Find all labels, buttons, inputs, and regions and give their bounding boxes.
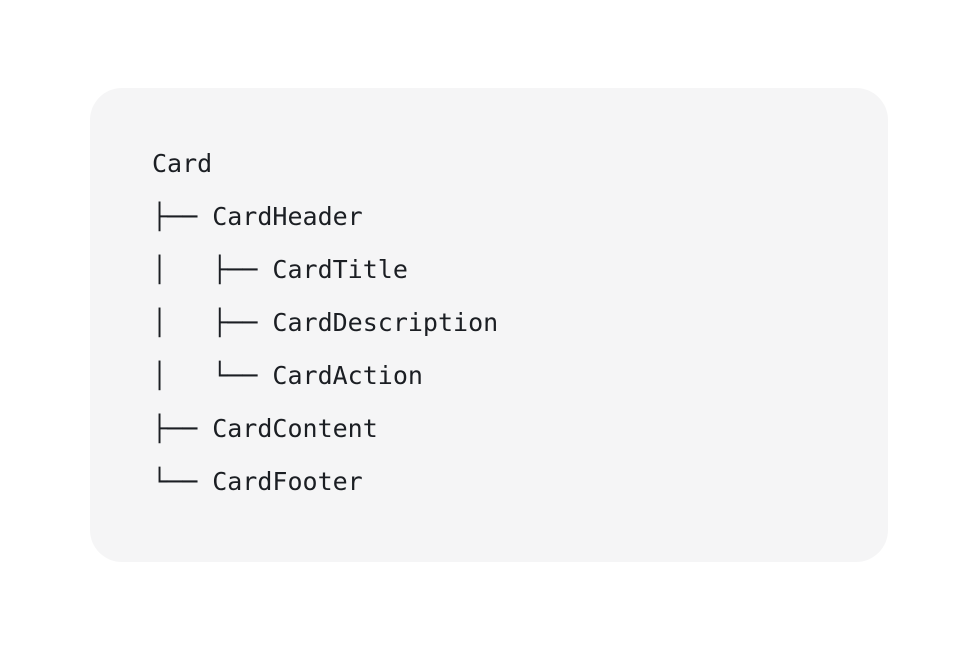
- tree-node-card: Card: [152, 149, 213, 178]
- component-tree: Card ├── CardHeader │ ├── CardTitle │ ├── C…: [152, 137, 498, 508]
- tree-node-card-description: │ ├── CardDescription: [152, 308, 499, 337]
- tree-node-card-content: ├── CardContent: [152, 414, 378, 443]
- anatomy-card: Card ├── CardHeader │ ├── CardTitle │ ├── C…: [90, 88, 888, 562]
- tree-node-card-title: │ ├── CardTitle: [152, 255, 408, 284]
- tree-node-card-footer: └── CardFooter: [152, 467, 363, 496]
- tree-node-card-header: ├── CardHeader: [152, 202, 363, 231]
- tree-node-card-action: │ └── CardAction: [152, 361, 423, 390]
